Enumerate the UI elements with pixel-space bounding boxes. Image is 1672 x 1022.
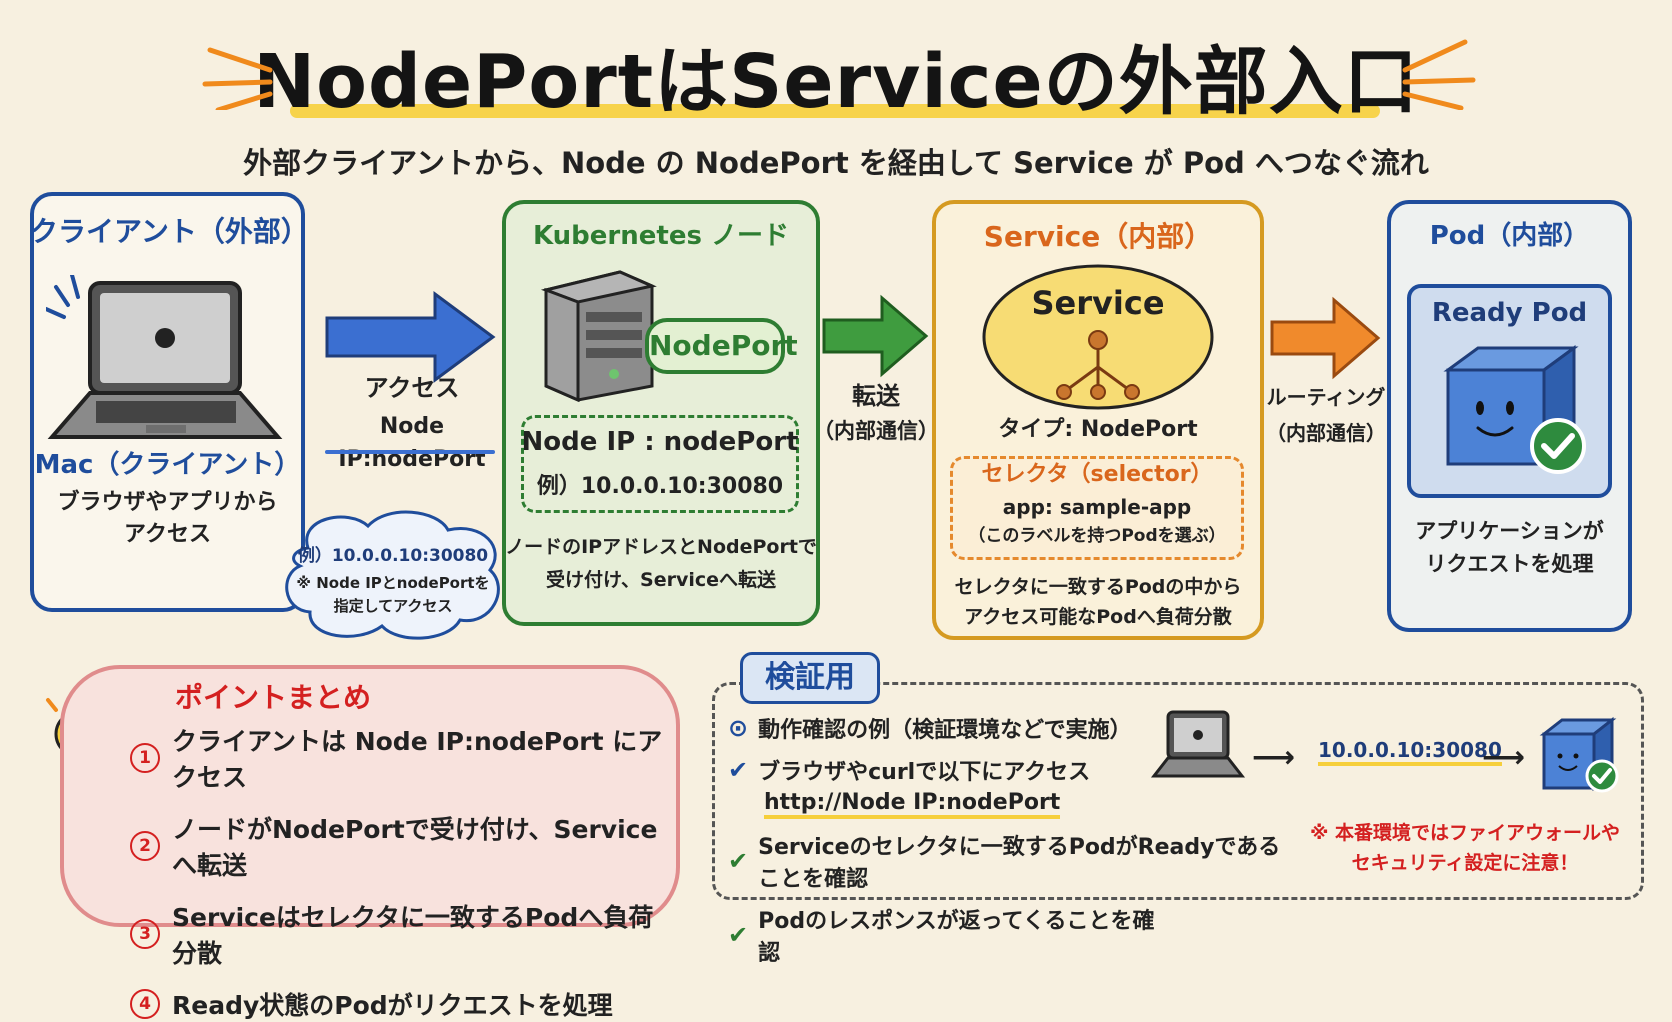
client-header: クライアント（外部） (30, 215, 309, 248)
client-device-label: Mac（クライアント） (34, 450, 301, 480)
node-desc-line1: ノードのIPアドレスとNodePortで (505, 536, 817, 558)
summary-num: 1 (130, 743, 160, 773)
node-ip-example: 例）10.0.0.10:30080 (536, 474, 784, 499)
verification-tag: 検証用 (740, 652, 880, 704)
service-desc-line1: セレクタに一致するPodの中から (954, 576, 1242, 598)
ready-pod-label: Ready Pod (1431, 298, 1588, 328)
arrow1-underline (325, 450, 495, 454)
pod-cube-icon (1443, 345, 1586, 474)
verify-text: 動作確認の例（検証環境などで実施） (758, 718, 1132, 743)
arrow3-sub: （内部通信） (1266, 421, 1386, 445)
bubble-line2: ※ Node IPとnodePortを (296, 574, 490, 592)
client-desc-line1: ブラウザやアプリから (57, 490, 278, 515)
spark-left-icon (202, 47, 273, 110)
node-header: Kubernetes ノード (532, 221, 789, 251)
verify-text: Podのレスポンスが返ってくることを確認 (758, 909, 1155, 966)
verify-url: http://Node IP:nodePort (764, 790, 1061, 819)
verify-text: ブラウザやcurlで以下にアクセス (758, 760, 1091, 785)
check-icon: ✔ (728, 756, 749, 784)
verify-item: ✔ Podのレスポンスが返ってくることを確認 (728, 903, 1168, 967)
selector-value: app: sample-app (1002, 495, 1192, 519)
client-desc-line2: アクセス (124, 522, 211, 547)
kubernetes-node-box (502, 200, 820, 626)
summary-text: Ready状態のPodがリクエストを処理 (172, 991, 613, 1020)
arrow2-sub: （内部通信） (813, 419, 939, 443)
summary-num: 2 (130, 831, 160, 861)
verify-item: ✔ Serviceのセレクタに一致するPodがReadyであることを確認 (728, 829, 1288, 893)
node-ip-label: Node IP : nodePort (521, 427, 799, 457)
service-oval-label: Service (1031, 284, 1165, 322)
pod-header: Pod（内部） (1429, 221, 1590, 251)
service-desc-line2: アクセス可能なPodへ負荷分散 (964, 606, 1232, 628)
summary-panel (60, 665, 680, 927)
summary-item: 1 クライアントは Node IP:nodePort にアクセス (130, 722, 670, 794)
summary-text: Serviceはセレクタに一致するPodへ負荷分散 (172, 903, 654, 968)
arrow1-address: Node IP:nodePort (338, 414, 486, 472)
pod-desc-line1: アプリケーションが (1415, 519, 1604, 543)
summary-list: 1 クライアントは Node IP:nodePort にアクセス 2 ノードがNod… (130, 722, 670, 1022)
spark-right-icon (1402, 39, 1476, 110)
laptop-icon (46, 275, 283, 439)
service-header: Service（内部） (983, 220, 1213, 253)
flow-arrow-icon: ⟶ (1482, 740, 1526, 775)
flow-ip: 10.0.0.10:30080 (1318, 738, 1502, 766)
service-type-label: タイプ: NodePort (998, 417, 1198, 442)
verify-text: Serviceのセレクタに一致するPodがReadyであることを確認 (758, 835, 1281, 892)
node-desc-line2: 受け付け、Serviceへ転送 (545, 569, 777, 591)
service-oval (982, 264, 1214, 410)
arrow-access-icon (325, 291, 496, 383)
arrow-forward-icon (822, 294, 929, 378)
title-underline (290, 104, 1380, 118)
verify-item: ✔ ブラウザやcurlで以下にアクセス (728, 754, 1168, 786)
nodeport-pill: NodePort (645, 318, 798, 374)
check-icon: ✔ (728, 847, 749, 875)
page-subtitle: 外部クライアントから、Node の NodePort を経由して Service… (243, 146, 1429, 180)
arrow1-label: アクセス (364, 374, 460, 402)
flow-arrow-icon: ⟶ (1252, 740, 1296, 775)
summary-text: ノードがNodePortで受け付け、Serviceへ転送 (172, 815, 658, 880)
summary-title: ポイントまとめ (175, 681, 372, 714)
summary-item: 4 Ready状態のPodがリクエストを処理 (130, 986, 670, 1022)
server-icon (540, 270, 657, 402)
arrow3-label: ルーティング (1266, 385, 1386, 409)
selector-title: セレクタ（selector） (981, 462, 1213, 487)
verify-item: ⊙ 動作確認の例（検証環境などで実施） (728, 712, 1168, 744)
pod-desc-line2: リクエストを処理 (1425, 552, 1594, 576)
verification-panel (712, 682, 1644, 900)
access-example-bubble (285, 510, 500, 640)
selector-dashed-box (950, 456, 1244, 560)
warning-line2: セキュリティ設定に注意！ (1351, 852, 1579, 874)
selector-note: （このラベルを持つPodを選ぶ） (968, 526, 1226, 546)
summary-text: クライアントは Node IP:nodePort にアクセス (172, 727, 663, 792)
summary-num: 4 (130, 989, 160, 1019)
small-laptop-icon (1150, 710, 1246, 778)
summary-item: 2 ノードがNodePortで受け付け、Serviceへ転送 (130, 810, 670, 882)
arrow2-label: 転送 (852, 382, 900, 410)
bubble-line1: 例）10.0.0.10:30080 (297, 546, 489, 566)
circle-check-icon: ⊙ (728, 714, 749, 742)
node-ip-dashed-box (521, 415, 799, 513)
small-pod-icon (1539, 716, 1619, 793)
bubble-line3: 指定してアクセス (333, 597, 453, 615)
summary-item: 3 Serviceはセレクタに一致するPodへ負荷分散 (130, 898, 670, 970)
page-title: NodePortはServiceの外部入口 (253, 39, 1419, 125)
arrow-routing-icon (1270, 296, 1381, 380)
check-icon: ✔ (728, 921, 749, 949)
warning-line1: ※ 本番環境ではファイアウォールや (1309, 822, 1621, 844)
verification-list: ⊙ 動作確認の例（検証環境などで実施） ✔ ブラウザやcurlで以下にアクセス ht… (728, 712, 1280, 967)
summary-num: 3 (130, 919, 160, 949)
